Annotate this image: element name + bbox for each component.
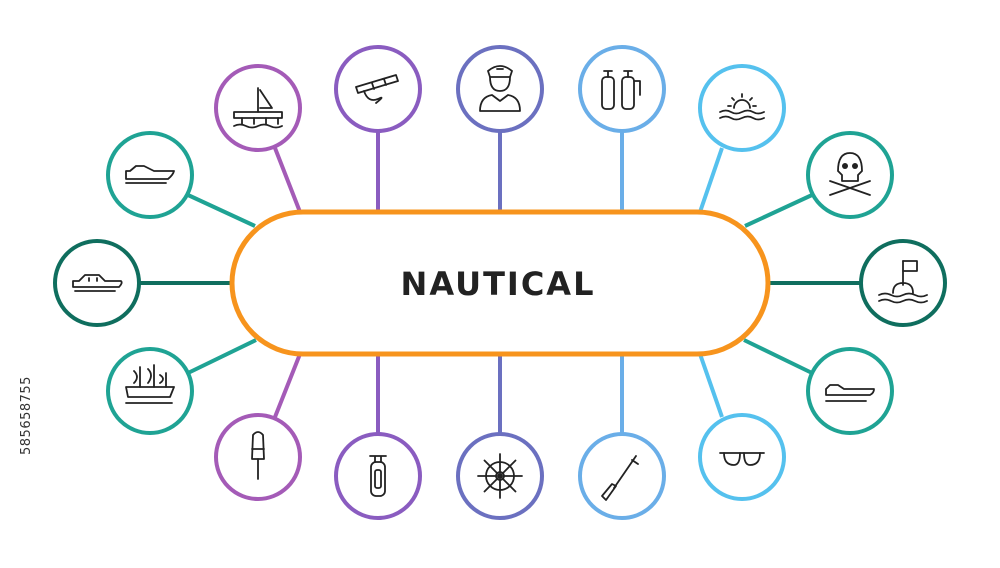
goggles-icon (719, 452, 765, 466)
captain-icon (479, 65, 521, 112)
skull-crossbones-icon (829, 152, 871, 196)
fishing-float-icon (251, 431, 265, 480)
connector-lines (138, 132, 862, 434)
speedboat-icon (125, 165, 175, 184)
spyglass-icon (355, 74, 399, 104)
diagram-title: NAUTICAL (401, 265, 596, 303)
gas-cylinders-icon (601, 70, 641, 110)
center-pill (229, 209, 771, 357)
oar-icon (601, 455, 639, 501)
icon-circles (53, 45, 947, 520)
buoy-flag-icon (878, 260, 928, 304)
raft-sail-icon (233, 87, 283, 129)
motorboat-icon (825, 384, 875, 402)
yacht-icon (72, 274, 123, 292)
oxygen-tank-icon (369, 455, 387, 497)
sunset-sea-icon (719, 93, 765, 121)
ship-wheel-icon (477, 453, 523, 499)
side-id: 585658755 (19, 376, 34, 455)
galleon-icon (125, 364, 175, 404)
